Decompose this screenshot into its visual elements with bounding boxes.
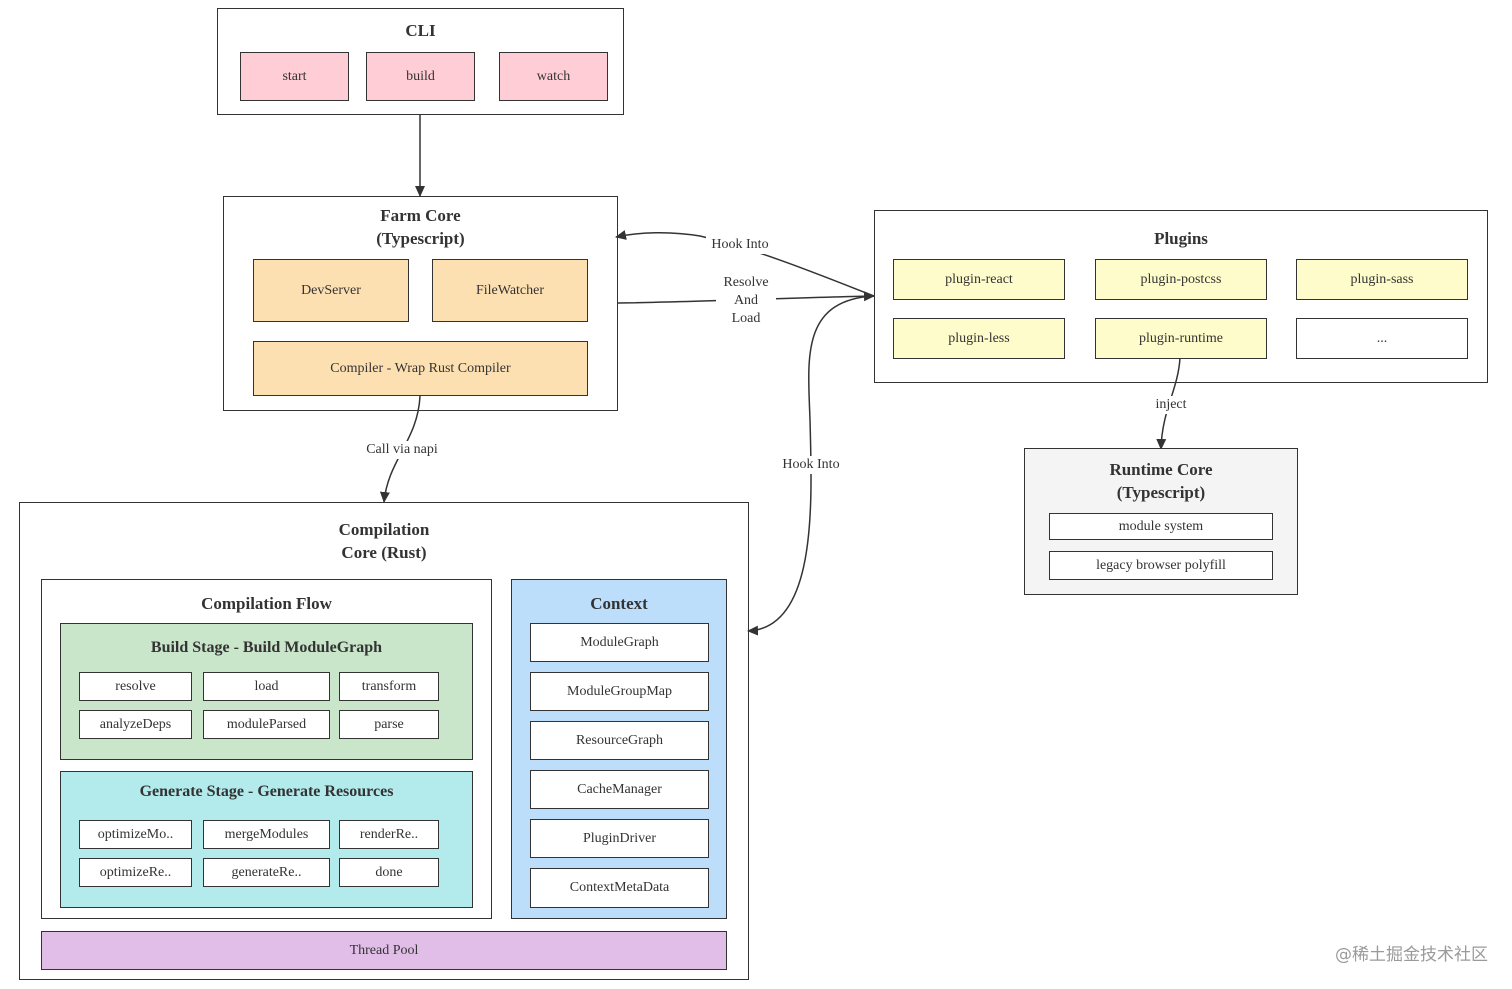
module-system-node[interactable]: module system — [1049, 513, 1273, 540]
edge-label-call-via-napi: Call via napi — [356, 441, 448, 459]
plugins-title: Plugins — [1154, 229, 1208, 248]
hook-module-parsed-node[interactable]: moduleParsed — [203, 710, 330, 739]
edge-label-inject: inject — [1149, 396, 1193, 414]
plugin-sass-node[interactable]: plugin-sass — [1296, 259, 1468, 300]
cli-group: CLI — [217, 8, 624, 115]
plugin-postcss-node[interactable]: plugin-postcss — [1095, 259, 1267, 300]
cli-start-node[interactable]: start — [240, 52, 349, 101]
cli-title: CLI — [405, 21, 436, 40]
hook-optimize-modules-node[interactable]: optimizeMo.. — [79, 820, 192, 849]
farm-core-group: Farm Core (Typescript) — [223, 196, 618, 411]
hook-parse-node[interactable]: parse — [339, 710, 439, 739]
generate-stage-title: Generate Stage - Generate Resources — [139, 783, 394, 800]
thread-pool-node[interactable]: Thread Pool — [41, 931, 727, 970]
watermark-text: @稀土掘金技术社区 — [1335, 945, 1488, 965]
dev-server-node[interactable]: DevServer — [253, 259, 409, 322]
plugin-runtime-node[interactable]: plugin-runtime — [1095, 318, 1267, 359]
context-meta-data-node[interactable]: ContextMetaData — [530, 868, 709, 908]
plugins-group: Plugins — [874, 210, 1488, 383]
cli-watch-node[interactable]: watch — [499, 52, 608, 101]
runtime-core-title: Runtime Core (Typescript) — [1109, 460, 1213, 502]
farm-core-title: Farm Core (Typescript) — [376, 206, 465, 248]
compilation-core-title: Compilation Core (Rust) — [338, 520, 430, 562]
compilation-core-group: Compilation Core (Rust) — [19, 502, 749, 980]
plugin-react-node[interactable]: plugin-react — [893, 259, 1065, 300]
hook-generate-resources-node[interactable]: generateRe.. — [203, 858, 330, 887]
context-cache-manager-node[interactable]: CacheManager — [530, 770, 709, 809]
compilation-flow-title: Compilation Flow — [201, 594, 332, 613]
edge-label-hook-into-core: Hook Into — [706, 236, 774, 254]
hook-analyze-deps-node[interactable]: analyzeDeps — [79, 710, 192, 739]
edge-label-hook-into-context: Hook Into — [777, 456, 845, 474]
hook-merge-modules-node[interactable]: mergeModules — [203, 820, 330, 849]
cli-build-node[interactable]: build — [366, 52, 475, 101]
hook-load-node[interactable]: load — [203, 672, 330, 701]
edge-label-resolve-and-load: Resolve And Load — [716, 274, 776, 328]
build-stage-title: Build Stage - Build ModuleGraph — [150, 639, 383, 656]
hook-done-node[interactable]: done — [339, 858, 439, 887]
legacy-polyfill-node[interactable]: legacy browser polyfill — [1049, 551, 1273, 580]
file-watcher-node[interactable]: FileWatcher — [432, 259, 588, 322]
context-module-graph-node[interactable]: ModuleGraph — [530, 623, 709, 662]
edge-plugins-hook-into-context — [747, 295, 875, 636]
plugin-more-node[interactable]: ... — [1296, 318, 1468, 359]
hook-optimize-resources-node[interactable]: optimizeRe.. — [79, 858, 192, 887]
context-module-group-map-node[interactable]: ModuleGroupMap — [530, 672, 709, 711]
hook-render-resources-node[interactable]: renderRe.. — [339, 820, 439, 849]
hook-transform-node[interactable]: transform — [339, 672, 439, 701]
context-plugin-driver-node[interactable]: PluginDriver — [530, 819, 709, 858]
hook-resolve-node[interactable]: resolve — [79, 672, 192, 701]
compiler-node[interactable]: Compiler - Wrap Rust Compiler — [253, 341, 588, 396]
context-resource-graph-node[interactable]: ResourceGraph — [530, 721, 709, 760]
context-title: Context — [590, 594, 648, 613]
plugin-less-node[interactable]: plugin-less — [893, 318, 1065, 359]
